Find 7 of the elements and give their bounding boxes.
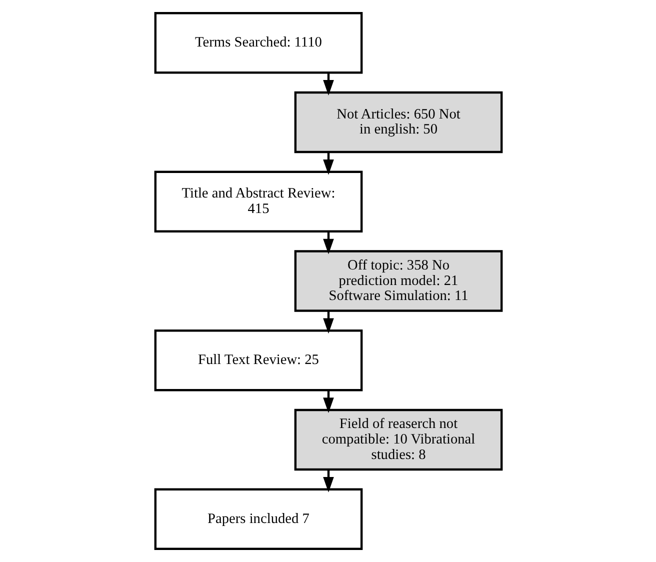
node-box: Field of reaserch not compatible: 10 Vibrational studies: 8 [294,408,502,471]
node-box: Papers included 7 [154,488,362,550]
node-box: Full Text Review: 25 [154,330,362,392]
node-box: Not Articles: 650 Not in english: 50 [294,91,502,154]
node-box: Off topic: 358 No prediction model: 21 Software Simulation: 11 [294,250,502,312]
node-box: Terms Searched: 1110 [154,12,362,74]
node-box: Title and Abstract Review: 415 [154,170,362,232]
